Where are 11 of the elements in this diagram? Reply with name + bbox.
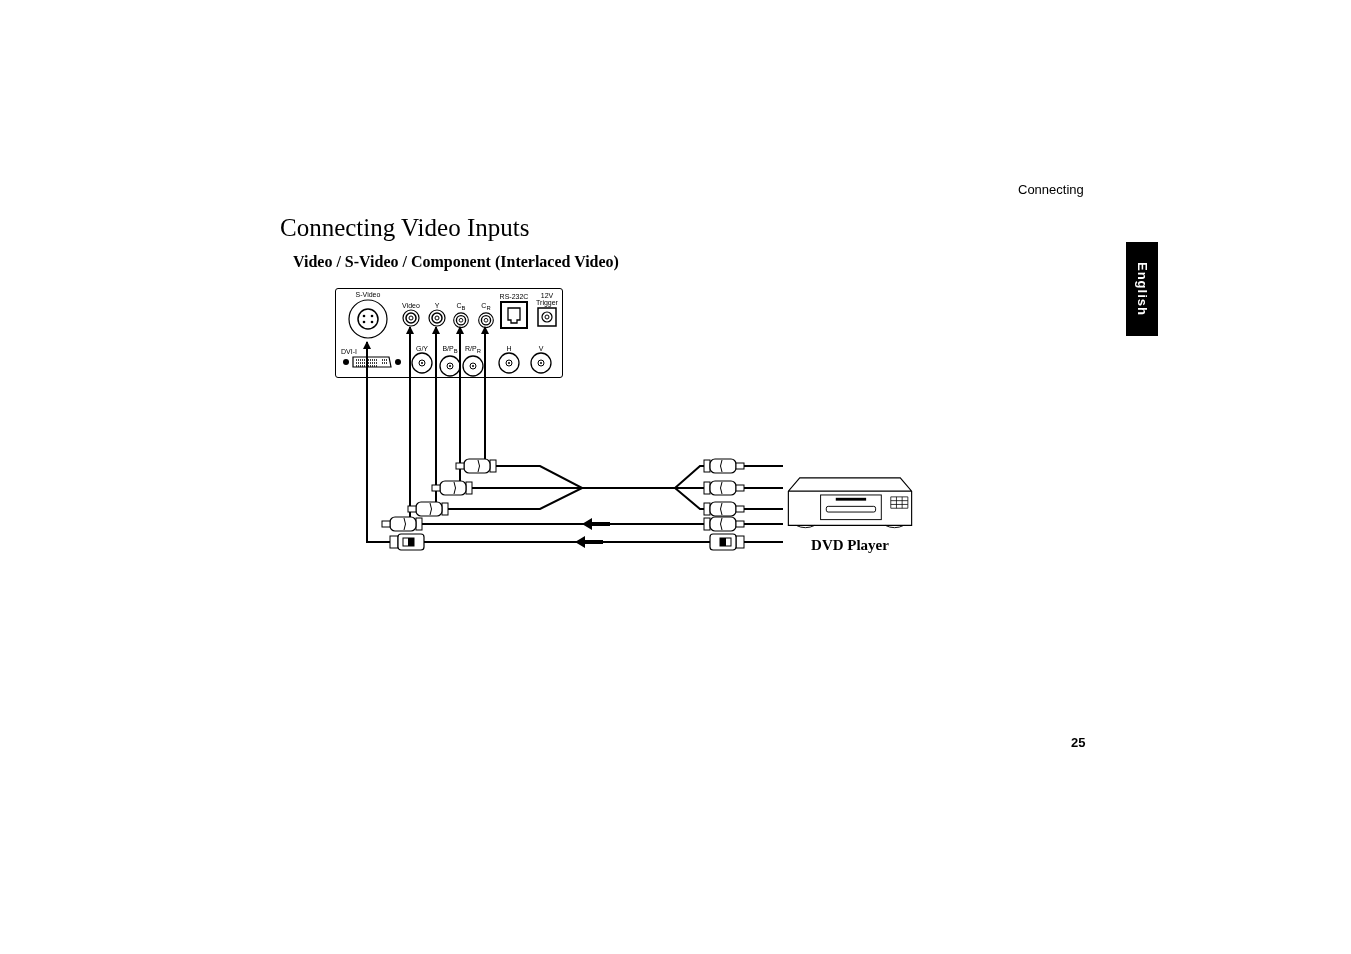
b-pb-port	[438, 345, 462, 378]
page-number: 25	[1071, 735, 1086, 750]
cable-line	[363, 341, 784, 543]
page-title: Connecting Video Inputs	[280, 214, 530, 242]
page-header: Connecting	[1018, 182, 1084, 197]
y-port	[425, 302, 449, 328]
device-label: DVD Player	[811, 537, 889, 554]
connector-panel	[335, 288, 563, 378]
language-tab: English	[1126, 242, 1158, 336]
r-pr-port	[462, 345, 484, 378]
section-heading: Video / S-Video / Component (Interlaced Video)	[293, 253, 619, 271]
